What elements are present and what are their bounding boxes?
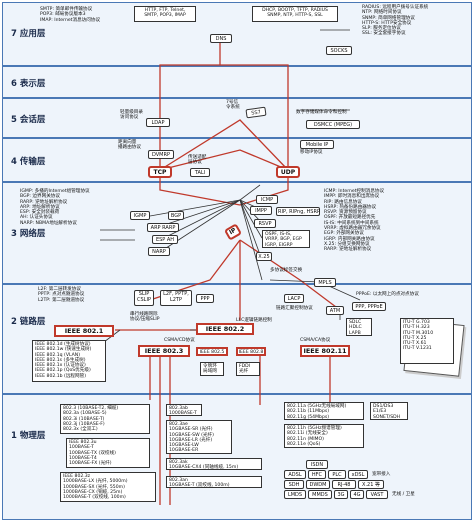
sdlc-box[interactable]: SDLC HDLC LAPB xyxy=(346,318,372,336)
token-ring-note: 令牌环 局域网 xyxy=(200,362,224,376)
mmds-box[interactable]: MMDS xyxy=(308,490,332,499)
ieee8025-header[interactable]: IEEE 802.5 xyxy=(196,347,228,356)
ldap-box[interactable]: LDAP xyxy=(146,118,170,127)
narp-box[interactable]: NARP xyxy=(148,247,170,256)
ieee80211-header[interactable]: IEEE 802.11 xyxy=(300,345,350,357)
plc-box[interactable]: PLC xyxy=(328,470,346,479)
dns-box[interactable]: DNS xyxy=(210,34,232,43)
ieee80211-phy-box: 802.11a (5GHz无线局域网) 802.11b (11Mbps) 802… xyxy=(284,402,364,420)
ospf-box[interactable]: OSPF, IS-IS, VRRP, BGP, EGP IGRP, EIGRP xyxy=(262,230,310,248)
layer-presentation: 6 表示层 xyxy=(2,66,472,98)
ieee8023ae-box: 802.3ae 10GBASE-SR (光纤) 10GBASE-SW (光纤) … xyxy=(166,420,232,454)
layer-transport: 4 传输层 xyxy=(2,138,472,182)
x25-box[interactable]: X.25 xyxy=(256,252,272,261)
lacp-box[interactable]: LACP xyxy=(284,294,304,303)
pppe-box[interactable]: PPP, PPPoE xyxy=(352,302,386,311)
tcp-hub[interactable]: TCP xyxy=(148,166,172,178)
bgp-box[interactable]: BGP xyxy=(168,211,184,220)
ieee8021-list: IEEE 802.1d (生成树协议) IEEE 802.1w (快速生成树) … xyxy=(32,340,106,382)
lmds-box[interactable]: LMDS xyxy=(284,490,306,499)
mpls-note: 多协议标签交换 xyxy=(270,268,303,273)
itu-standards-box: ITU-T G.703 ITU-T H.323 ITU-T M.3010 ITU… xyxy=(400,318,454,364)
layer-label: 6 表示层 xyxy=(11,79,46,89)
x21-box[interactable]: X.21 等 xyxy=(358,480,384,489)
adsl-box[interactable]: ADSL xyxy=(284,470,306,479)
xdsl-box[interactable]: xDSL xyxy=(348,470,368,479)
udp-hub[interactable]: UDP xyxy=(276,166,300,178)
esp-box[interactable]: ESP AH xyxy=(152,235,178,244)
ieee8022-header[interactable]: IEEE 802.2 xyxy=(196,323,254,335)
isdn-box[interactable]: ISDN xyxy=(306,460,328,469)
layer-label: 5 会话层 xyxy=(11,115,46,125)
ieee8023-header[interactable]: IEEE 802.3 xyxy=(138,345,190,357)
dhcp-box[interactable]: DHCP, BOOTP, TFTP, RADIUS SNMP, NTP, HTT… xyxy=(252,6,338,22)
atm-box[interactable]: ATM xyxy=(326,306,344,315)
pppoe-note: PPPoE: 以太网上的点对点协议 xyxy=(356,292,419,297)
lacp-note: 链路汇聚控制协议 xyxy=(276,306,313,311)
layer-label: 3 网络层 xyxy=(11,229,46,239)
ieee8023an-box: 802.3an 10GBASE-T (双绞线, 100m) xyxy=(166,476,262,488)
layer-session: 5 会话层 xyxy=(2,98,472,138)
fddi-note: FDDI 光纤 xyxy=(236,362,260,376)
mail-protocols-note: SMTP: 简单邮件传输协议 POP3: 邮局协议版本3 IMAP: Inter… xyxy=(40,7,101,23)
ss7-note: 7号信 令系统 xyxy=(226,100,240,111)
dwdm-box[interactable]: DWDM xyxy=(306,480,330,489)
tali-box[interactable]: TALI xyxy=(190,168,210,177)
dsmcc-box[interactable]: DSMCC (MPEG) xyxy=(306,120,360,129)
3g-box[interactable]: 3G xyxy=(334,490,348,499)
ieee8023z-box: IEEE 802.3z 1000BASE-LX (光纤, 5000m) 1000… xyxy=(60,472,156,502)
ieee80211h-box: 802.11h (5GHz频谱管理) 802.11i (无线安全) 802.11… xyxy=(284,424,364,448)
layer-label: 1 物理层 xyxy=(11,431,46,441)
dvmrp-box[interactable]: DVMRP xyxy=(148,150,174,159)
icmp-box[interactable]: ICMP xyxy=(256,195,278,204)
csma-cd-note: CSMA/CD协议 xyxy=(164,338,195,343)
igmp-box[interactable]: IGMP xyxy=(130,211,150,220)
dvmrp-note: 距离向量 播路由协议 xyxy=(118,140,141,151)
ieee8028-header[interactable]: IEEE 802.8 xyxy=(236,347,266,356)
l2f-box[interactable]: L2F, PPTP, L2TP xyxy=(160,290,192,306)
http-box[interactable]: HTTP, FTP, Telnet, SMTP, POP3, IMAP xyxy=(134,6,196,22)
network-left-note: IGMP: 多播的Internet组管理协议 BGP: 边界网关协议 RARP:… xyxy=(20,189,90,226)
ppp-box[interactable]: PPP xyxy=(196,294,214,303)
rip-box[interactable]: RIP, RIPng, HSRP xyxy=(276,207,320,216)
rj48-box[interactable]: RJ-48 xyxy=(332,480,356,489)
arp-box[interactable]: ARP RARP xyxy=(147,223,179,232)
impp-box[interactable]: IMPP xyxy=(250,206,272,215)
layer-application: 7 应用层 xyxy=(2,2,472,66)
sdh-box[interactable]: SDH xyxy=(284,480,304,489)
layer-label: 7 应用层 xyxy=(11,29,46,39)
ieee8023u-box: IEEE 802.3u 100BASE-T 100BASE-TX (双绞线) 1… xyxy=(66,438,150,468)
socks-box[interactable]: SOCKS xyxy=(326,46,352,55)
rsvp-box[interactable]: RSVP xyxy=(254,219,276,228)
csma-ca-note: CSMA/CA协议 xyxy=(300,338,331,343)
access-note: 宽带接入 xyxy=(372,472,391,477)
mobileip-box[interactable]: Mobile IP xyxy=(300,140,334,149)
ieee8023a-box: 802.3 (10BASE-T2, 细缆) 802.3a (10BASE-5) … xyxy=(60,404,150,434)
radius-note: RADIUS: 远程用户拨号认证系统 NTP: 网络时间协议 SNMP: 简单网… xyxy=(362,5,429,37)
tali-note: 传送适配 层协议 xyxy=(188,155,207,166)
link-left-note: L2F: 第二层转发协议 PPTP: 点对点隧道协议 L2TP: 第二层隧道协议 xyxy=(38,287,85,303)
mpls-box[interactable]: MPLS xyxy=(314,278,336,287)
mobileip-note: 移动IP协议 xyxy=(300,150,323,155)
llc-note: LLC逻辑链路控制 xyxy=(236,318,272,323)
layer-label: 4 传输层 xyxy=(11,157,46,167)
wireless-note: 无线 / 卫星 xyxy=(392,492,415,497)
4g-box[interactable]: 4G xyxy=(350,490,364,499)
ldap-note: 轻量级目录 访问协议 xyxy=(120,110,143,121)
ds-box: DS1/DS3 E1/E3 SONET/SDH xyxy=(370,402,408,420)
vast-box[interactable]: VAST xyxy=(366,490,388,499)
slip-note: 串行线路网际 协议/压缩SLIP xyxy=(130,312,160,323)
network-right-note: ICMP: Internet控制消息协议 IMPP: 即时消息和出席协议 RIP… xyxy=(324,189,385,253)
dsmcc-note: 数字存储媒体命令和控制 xyxy=(296,110,347,115)
ieee8023ab-box: 802.3ab 1000BASE-T xyxy=(166,404,202,416)
slip-box[interactable]: SLIP CSLIP xyxy=(134,290,154,306)
ieee8023ak-box: 802.3ak 10GBASE-CX4 (同轴线缆, 15m) xyxy=(166,458,262,470)
ieee8021-header[interactable]: IEEE 802.1 xyxy=(54,325,114,337)
layer-label: 2 链路层 xyxy=(11,317,46,327)
hfc-box[interactable]: HFC xyxy=(308,470,326,479)
